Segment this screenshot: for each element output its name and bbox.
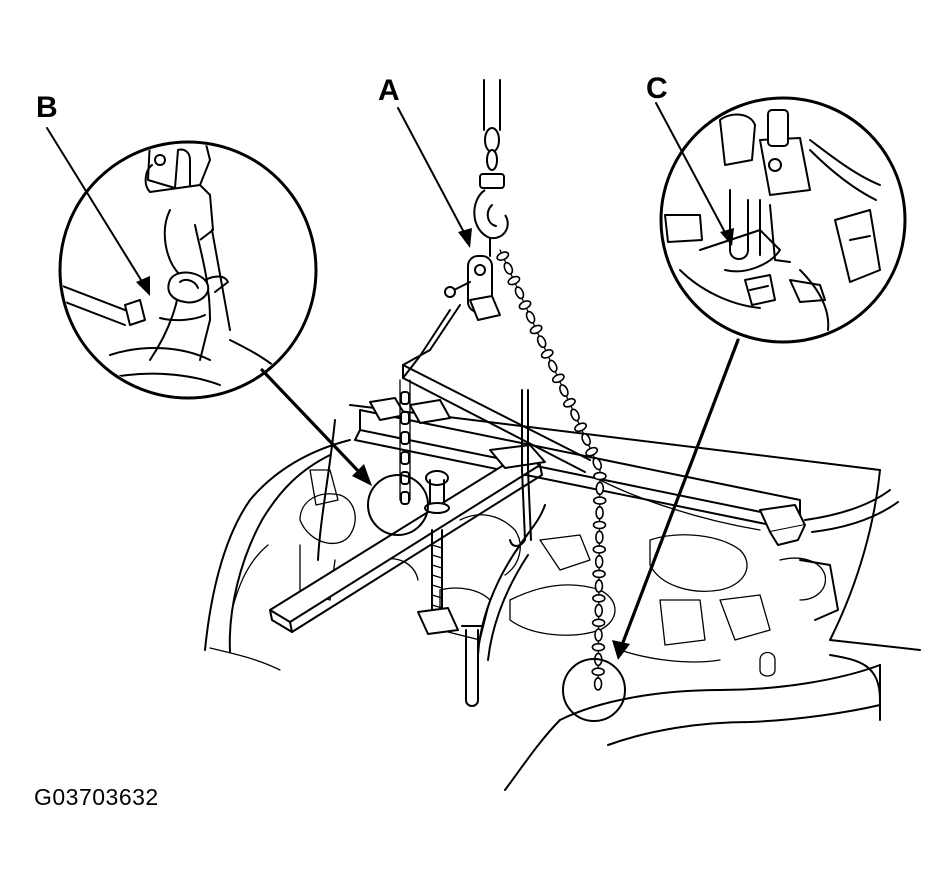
chain-link <box>595 505 604 520</box>
chain-link <box>592 594 606 603</box>
chain-link <box>540 349 554 359</box>
chain-link <box>593 471 607 481</box>
chain-link <box>514 286 525 300</box>
chain-link <box>496 251 510 261</box>
leader-lines <box>46 102 740 660</box>
hoist-hook-assembly <box>444 79 509 321</box>
chain-link <box>595 530 604 545</box>
detail-c-magnified <box>659 96 907 344</box>
chain-link <box>581 432 591 446</box>
detail-b-magnified <box>58 140 318 400</box>
figure-id: G03703632 <box>34 784 159 810</box>
chain-link <box>536 335 547 349</box>
detail-b-target-circle <box>367 474 429 536</box>
chain-link <box>503 261 514 275</box>
chain-link <box>518 300 532 310</box>
callout-label-b: B <box>36 91 58 124</box>
engine-support-beam <box>269 304 806 635</box>
callout-label-a: A <box>378 74 400 107</box>
chain-link <box>592 545 607 554</box>
chain-link <box>594 579 604 593</box>
chain-link <box>592 496 607 505</box>
chain-link <box>529 324 543 335</box>
chain-link <box>592 520 607 530</box>
callout-label-c: C <box>646 72 668 105</box>
chain-link <box>570 408 580 422</box>
chain-link <box>591 642 606 652</box>
chain-link <box>559 384 569 398</box>
chain-link <box>507 275 521 286</box>
chain-link <box>593 677 603 691</box>
chain-link <box>547 359 558 373</box>
chain-link <box>591 618 606 628</box>
chain-link <box>594 603 604 618</box>
chain-link <box>594 554 604 569</box>
engine-bay <box>204 404 921 791</box>
chain-link <box>592 569 606 579</box>
chain-link <box>585 446 599 457</box>
chain-link <box>595 481 605 496</box>
chain-link <box>592 457 603 471</box>
detail-c-target-circle <box>562 658 626 722</box>
chain-link <box>574 422 588 433</box>
chain-link <box>562 397 576 408</box>
chain-link <box>591 667 605 676</box>
chain-link <box>525 310 536 324</box>
chain-link <box>551 373 565 384</box>
chain-link <box>594 628 603 642</box>
hoist-chain <box>496 249 607 691</box>
left-chain <box>399 379 411 505</box>
